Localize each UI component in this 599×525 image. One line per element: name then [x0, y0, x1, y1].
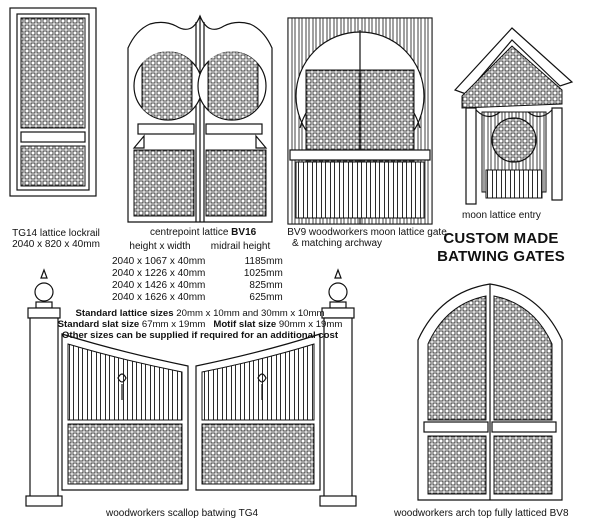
bv16-midrail: 1185mm [244, 256, 283, 267]
bv9-line2: & matching archway [292, 238, 383, 249]
slat-size-value: 67mm x 19mm [141, 319, 206, 330]
heading-line2: BATWING GATES [437, 248, 565, 265]
tg4-name: woodworkers scallop batwing TG4 [106, 508, 259, 519]
bv16-table-row: 2040 x 1226 x 40mm 1025mm [112, 268, 292, 280]
bv16-table-header: height x width midrail height [112, 241, 292, 253]
bv16-col-midrail: midrail height [210, 241, 271, 252]
bv16-size: 2040 x 1067 x 40mm [112, 256, 206, 267]
bv16-midrail: 825mm [249, 280, 283, 291]
bv16-col-height-width: height x width [129, 241, 191, 252]
slat-size-label: Standard slat size [57, 319, 140, 330]
motif-size-label: Motif slat size [213, 319, 277, 330]
lattice-sizes-line: Standard lattice sizes 20mm x 10mm and 3… [50, 308, 350, 319]
bv16-caption: centrepoint lattice BV16 [150, 227, 256, 238]
bv16-table-row: 2040 x 1426 x 40mm 825mm [112, 280, 292, 292]
bv16-size: 2040 x 1626 x 40mm [112, 292, 206, 303]
bv16-size: 2040 x 1426 x 40mm [112, 280, 206, 291]
bv9-caption: BV9 woodworkers moon lattice gate & matc… [284, 227, 450, 249]
bv16-code: BV16 [231, 227, 257, 238]
heading-line1: CUSTOM MADE [443, 230, 559, 247]
bv16-table-row: 2040 x 1067 x 40mm 1185mm [112, 256, 292, 268]
moon-entry-name: moon lattice entry [462, 210, 541, 221]
slat-sizes-line: Standard slat size 67mm x 19mm Motif sla… [50, 319, 350, 330]
tg4-caption: woodworkers scallop batwing TG4 [106, 508, 258, 519]
bv16-table-row: 2040 x 1626 x 40mm 625mm [112, 292, 292, 304]
tg14-caption: TG14 lattice lockrail 2040 x 820 x 40mm [2, 228, 110, 250]
motif-size-value: 90mm x 19mm [278, 319, 343, 330]
lattice-sizes-label: Standard lattice sizes [75, 308, 174, 319]
bv16-size-table: height x width midrail height 2040 x 106… [112, 241, 292, 304]
bv9-line1: BV9 woodworkers moon lattice gate [287, 227, 447, 238]
moon-entry-caption: moon lattice entry [462, 210, 541, 221]
other-sizes-note: Other sizes can be supplied if required … [61, 330, 339, 341]
tg14-name: TG14 lattice lockrail [12, 228, 100, 239]
bv8-name: woodworkers arch top fully latticed BV8 [394, 508, 569, 519]
standard-sizes-block: Standard lattice sizes 20mm x 10mm and 3… [50, 308, 350, 341]
lattice-sizes-value: 20mm x 10mm and 30mm x 10mm [176, 308, 325, 319]
bv16-midrail: 1025mm [243, 268, 283, 279]
custom-made-heading: CUSTOM MADE BATWING GATES [436, 230, 566, 266]
bv16-midrail: 625mm [249, 292, 283, 303]
bv16-size: 2040 x 1226 x 40mm [112, 268, 206, 279]
bv8-caption: woodworkers arch top fully latticed BV8 [394, 508, 569, 519]
bv16-name: centrepoint lattice [150, 227, 229, 238]
tg14-size: 2040 x 820 x 40mm [12, 239, 100, 250]
